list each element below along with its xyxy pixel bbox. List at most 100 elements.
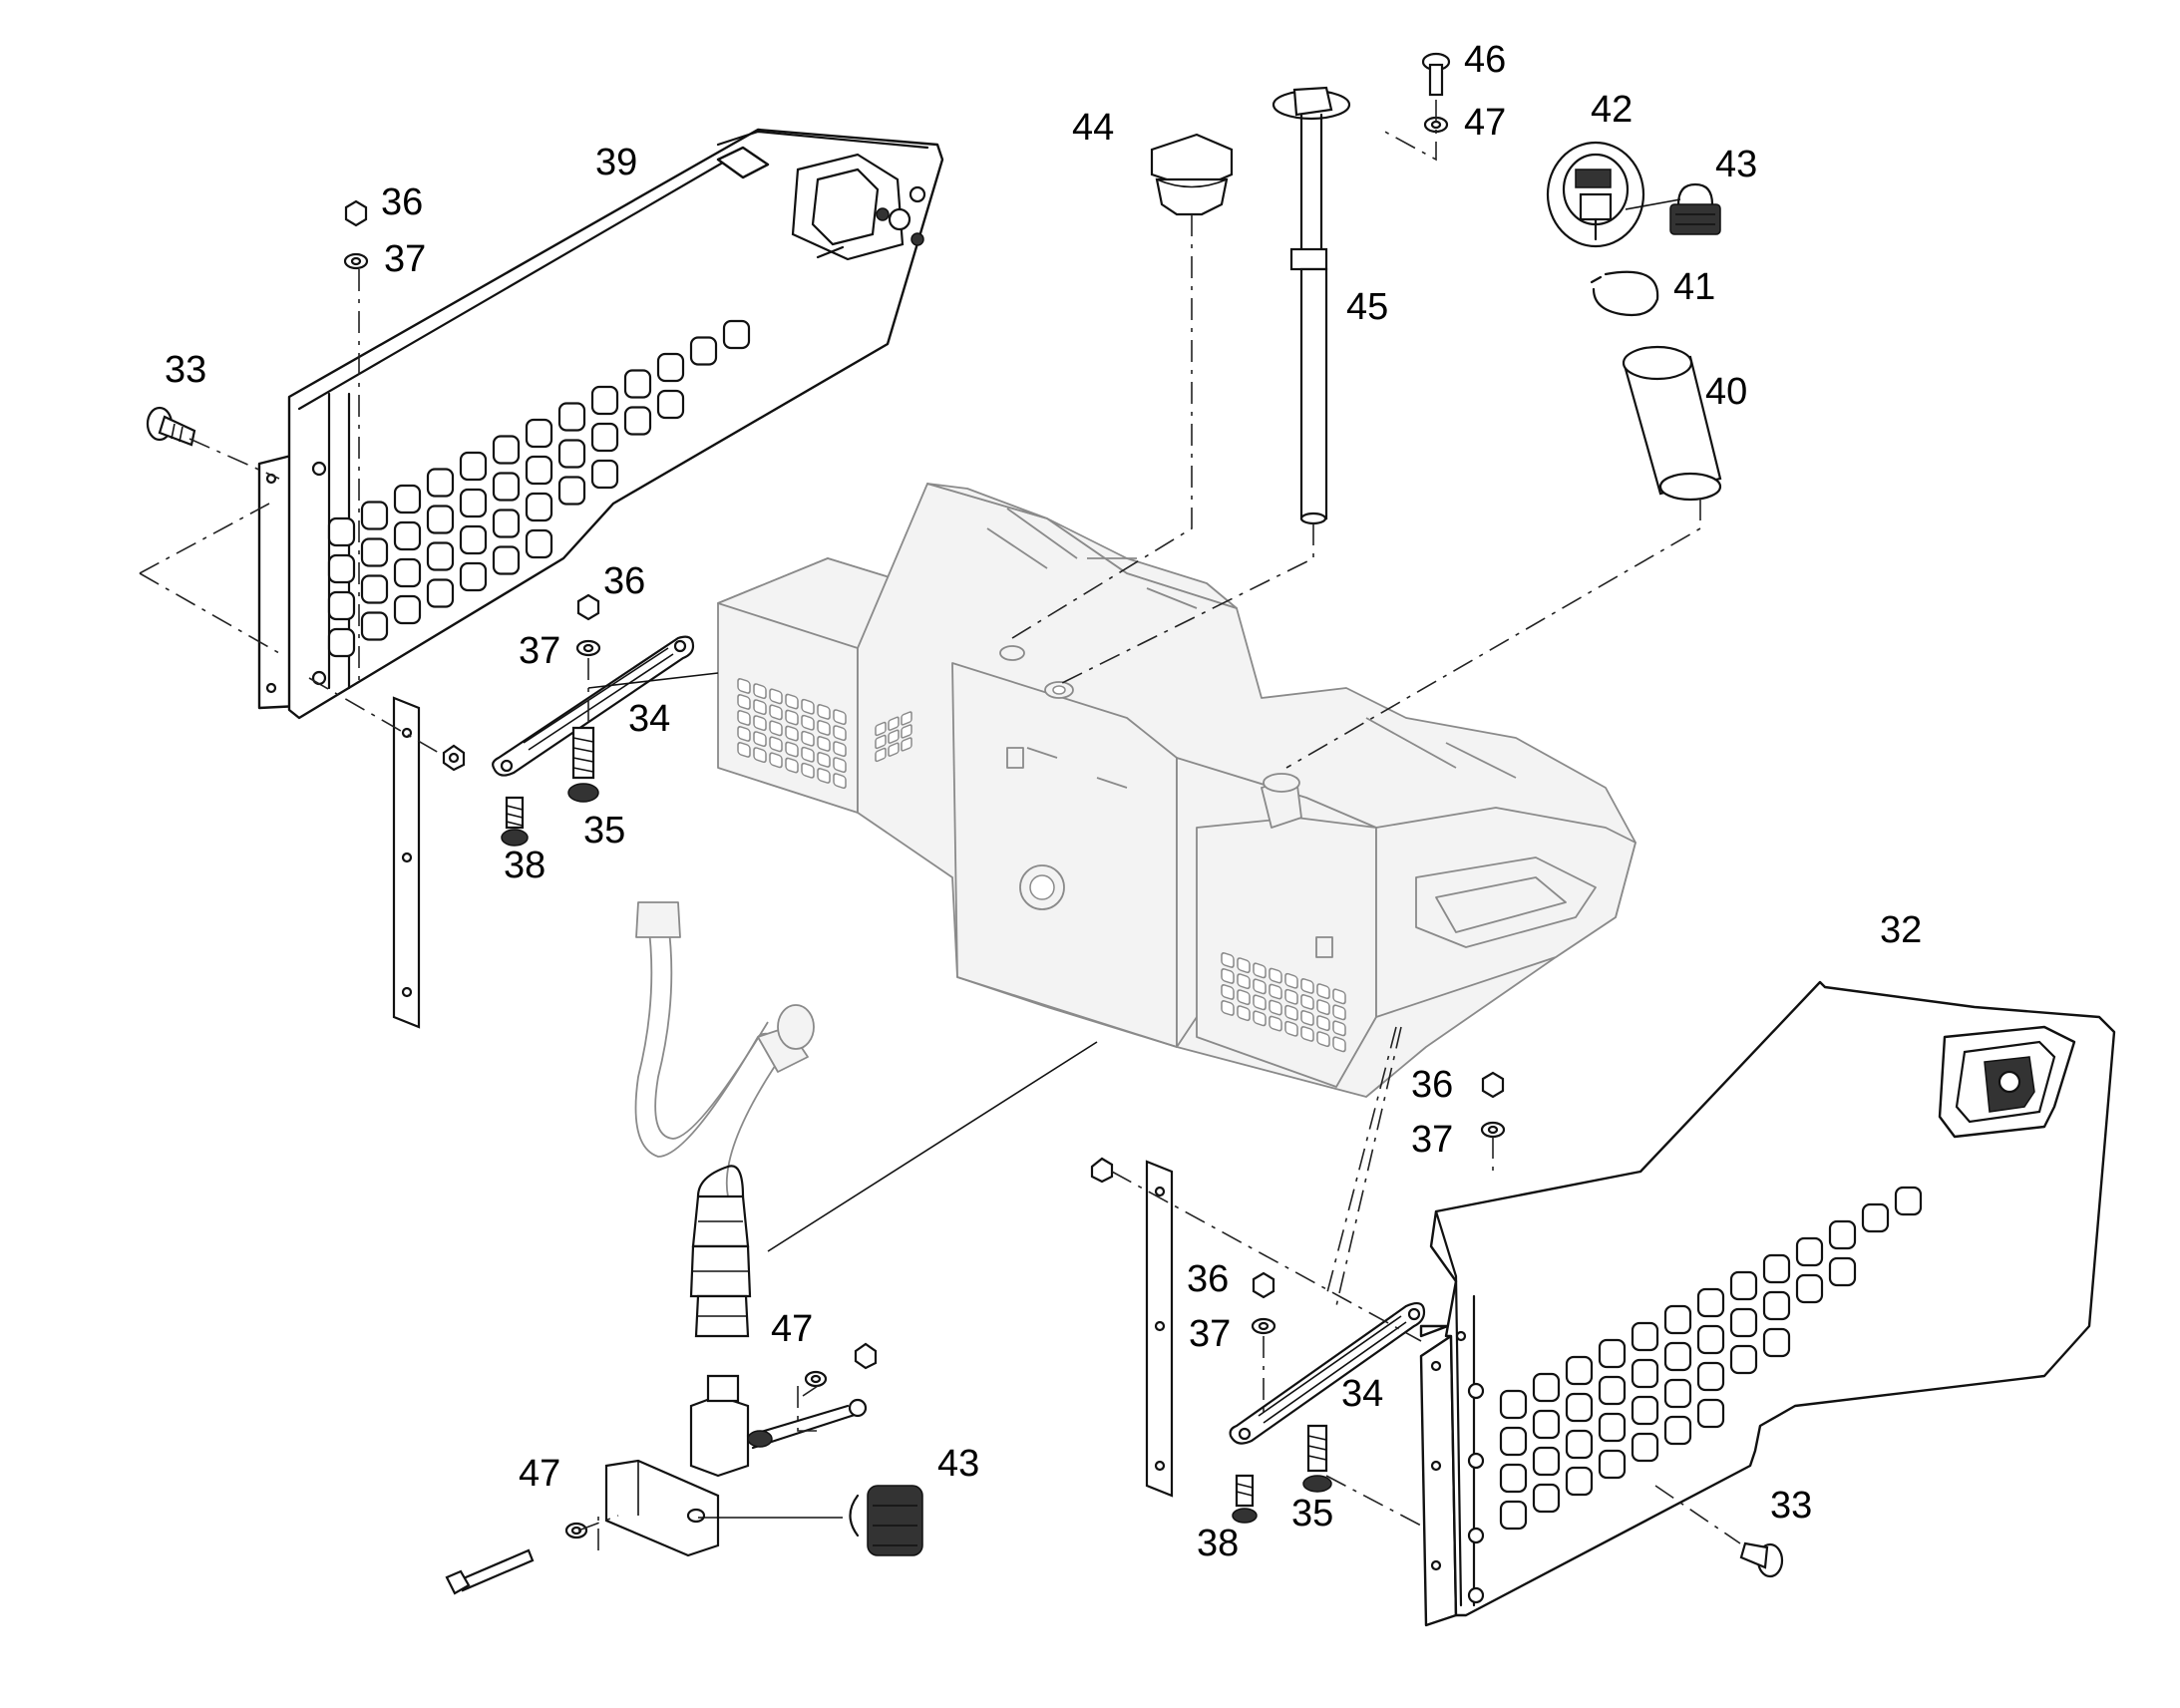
vent-slot <box>1663 1415 1692 1446</box>
lockable-cap-42 <box>1546 141 1645 248</box>
vent-slot <box>1631 1432 1659 1463</box>
vent-slot <box>1565 1466 1594 1497</box>
callout-35-right: 35 <box>1291 1493 1333 1535</box>
left-vertical-strap <box>392 696 466 1029</box>
vent-slot <box>1598 1449 1627 1480</box>
vent-slot <box>1729 1270 1758 1301</box>
callout-36-right-2: 36 <box>1187 1258 1229 1300</box>
vent-slot <box>1532 1372 1561 1403</box>
vent-slot <box>1499 1500 1528 1531</box>
vent-slot <box>525 528 553 559</box>
vent-slot <box>525 455 553 486</box>
vent-slot <box>360 501 389 530</box>
nut-36-mid-left <box>575 593 601 657</box>
tank-left-vent-grid <box>737 678 847 790</box>
leader-lines <box>587 198 1681 1519</box>
padlock-43-top <box>1669 182 1721 235</box>
vent-slot <box>1598 1338 1627 1369</box>
callout-47-top: 47 <box>1464 102 1506 144</box>
callout-35-left: 35 <box>583 810 625 852</box>
vent-slot <box>426 541 455 571</box>
vent-slot <box>1696 1361 1725 1392</box>
vent-slot <box>1631 1358 1659 1389</box>
screw-35-left <box>567 726 599 803</box>
callout-33-right: 33 <box>1770 1485 1812 1527</box>
bolt-33-right <box>1739 1541 1784 1578</box>
right-panel-vent-grid <box>1499 1186 1923 1531</box>
vent-slot <box>1729 1307 1758 1338</box>
vent-slot <box>1565 1355 1594 1386</box>
callout-36-top-left: 36 <box>381 181 423 223</box>
screw-38-right <box>1232 1474 1258 1524</box>
callout-33-left: 33 <box>165 349 206 391</box>
vent-slot <box>327 516 356 547</box>
vent-slot <box>1631 1395 1659 1426</box>
vent-slot <box>722 319 751 350</box>
sleeve-40 <box>1622 345 1722 502</box>
vent-slot <box>327 590 356 621</box>
vent-slot <box>492 472 521 502</box>
fuel-hose-assembly <box>445 901 923 1595</box>
callout-41: 41 <box>1673 266 1715 308</box>
callout-47-bracket: 47 <box>519 1453 560 1495</box>
vent-slot <box>1565 1429 1594 1460</box>
vent-slot <box>393 484 422 514</box>
vent-slot <box>1828 1256 1857 1287</box>
vent-slot <box>557 402 586 432</box>
vent-slot <box>1598 1412 1627 1443</box>
vent-slot <box>393 594 422 625</box>
slotted-link-34-right <box>1229 1301 1426 1445</box>
left-panel-vent-grid <box>327 319 751 658</box>
callout-37-right-2: 37 <box>1189 1313 1231 1355</box>
vent-slot <box>426 505 455 534</box>
vent-slot <box>426 468 455 498</box>
vent-slot <box>1532 1483 1561 1514</box>
callout-32: 32 <box>1880 909 1922 951</box>
vent-slot <box>1499 1463 1528 1494</box>
vent-slot <box>1663 1378 1692 1409</box>
vent-slot <box>689 336 718 366</box>
filler-cap-44 <box>1150 133 1234 216</box>
callout-labels: 39 36 37 33 36 37 34 35 38 44 45 46 47 4… <box>165 39 1922 1564</box>
callout-44: 44 <box>1072 107 1114 149</box>
vent-slot <box>525 492 553 522</box>
callout-38-right: 38 <box>1197 1523 1239 1564</box>
vent-slot <box>1729 1344 1758 1375</box>
callout-43-top: 43 <box>1715 144 1757 185</box>
vent-slot <box>1762 1327 1791 1358</box>
vent-slot <box>557 439 586 469</box>
vent-slot <box>492 435 521 465</box>
callout-46: 46 <box>1464 39 1506 81</box>
vent-slot <box>1663 1304 1692 1335</box>
vent-slot <box>1696 1324 1725 1355</box>
vent-slot <box>1828 1219 1857 1250</box>
vent-slot <box>557 476 586 506</box>
vent-slot <box>1795 1236 1824 1267</box>
vent-slot <box>1631 1321 1659 1352</box>
callout-34-right: 34 <box>1341 1373 1383 1415</box>
vent-slot <box>1696 1398 1725 1429</box>
vent-slot <box>1762 1253 1791 1284</box>
vent-slot <box>459 524 488 555</box>
right-vertical-strap <box>1090 1157 1174 1498</box>
vent-slot <box>393 557 422 588</box>
nut-36-top-left <box>343 199 369 270</box>
vent-slot <box>1894 1186 1923 1216</box>
vent-slot <box>360 611 389 641</box>
callout-34-left: 34 <box>628 698 670 740</box>
vent-slot <box>590 459 619 490</box>
tank-front-vent-grid <box>875 711 912 763</box>
vent-slot <box>1762 1290 1791 1321</box>
vent-slot <box>525 418 553 449</box>
callout-45: 45 <box>1346 286 1388 328</box>
vent-slot <box>590 422 619 453</box>
callout-42: 42 <box>1591 89 1633 131</box>
central-tank <box>717 483 1636 1098</box>
callout-37-mid-left: 37 <box>519 630 560 672</box>
tank-right-vent-grid <box>1221 952 1346 1053</box>
vent-slot <box>656 352 685 383</box>
callout-37-top-left: 37 <box>384 238 426 280</box>
left-side-panel-39 <box>257 128 944 720</box>
vent-slot <box>1861 1202 1890 1233</box>
